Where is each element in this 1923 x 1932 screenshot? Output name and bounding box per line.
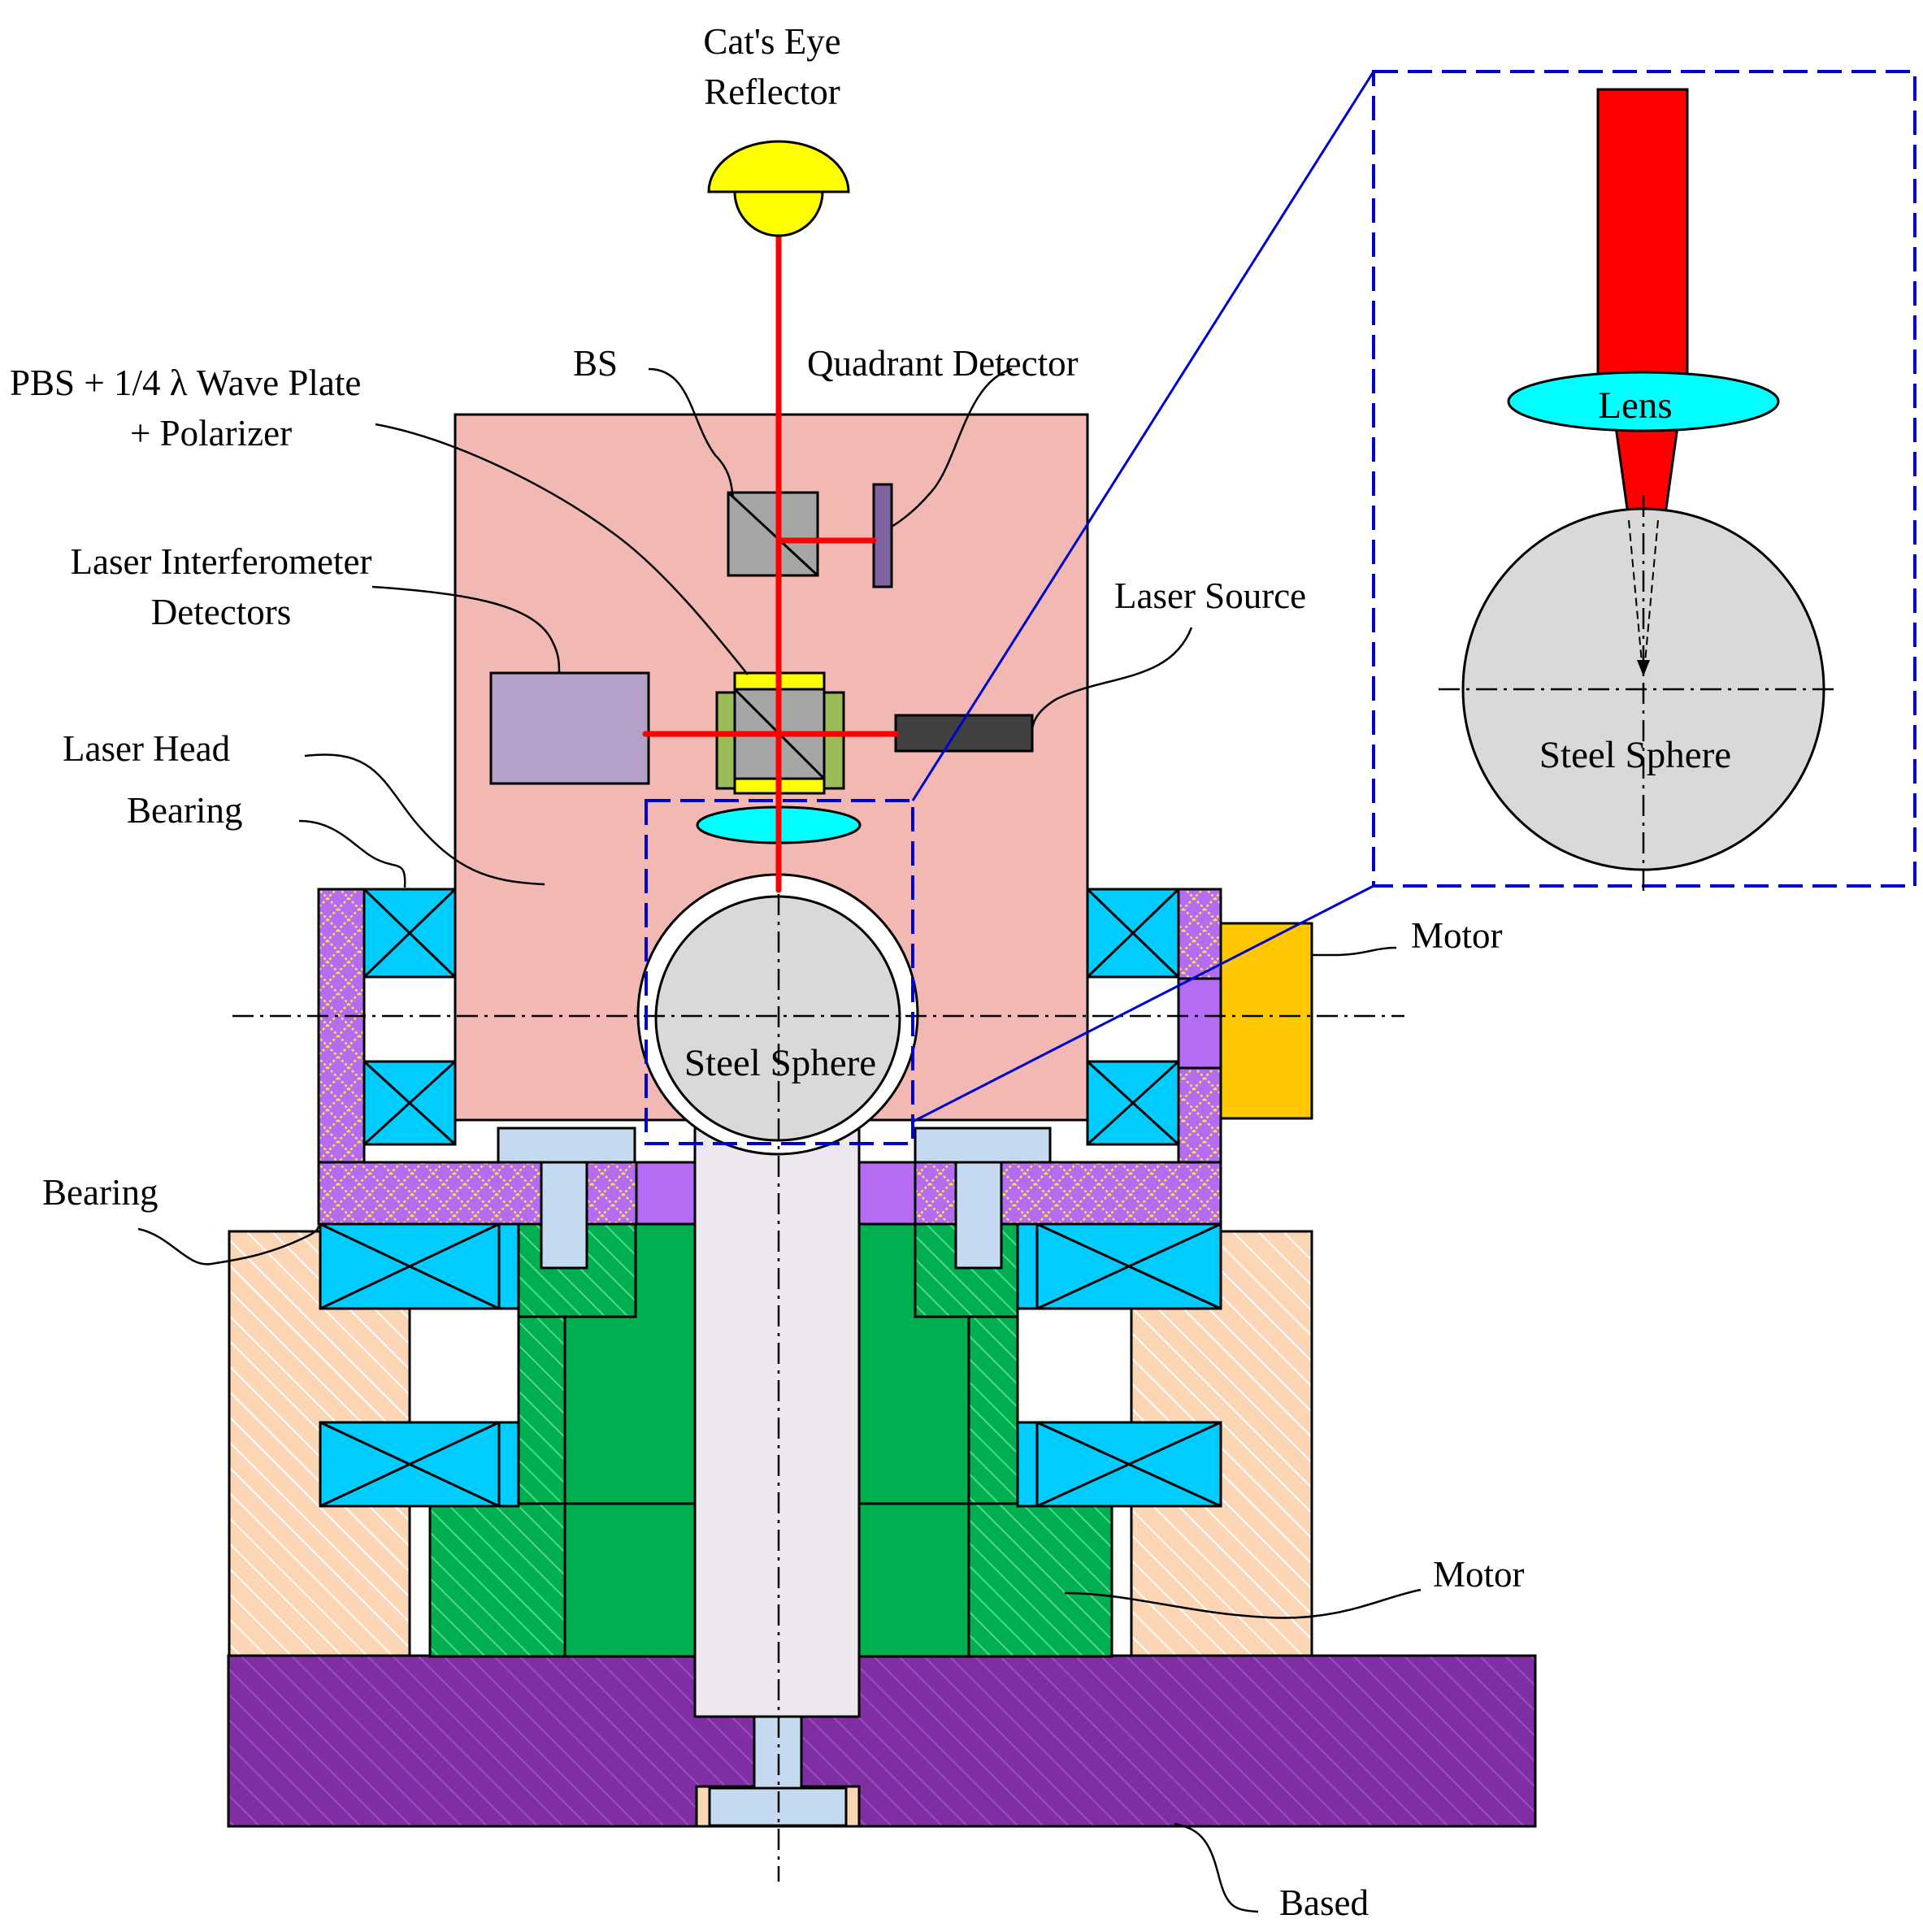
pbs-label-line1: PBS + 1/4 λ Wave Plate bbox=[10, 363, 361, 403]
base-plate bbox=[227, 1654, 1537, 1828]
upper-bearing-left-top bbox=[362, 888, 457, 979]
steel-sphere-zoom-label: Steel Sphere bbox=[1539, 734, 1731, 776]
bs-label: BS bbox=[573, 343, 618, 384]
zoom-inset bbox=[1372, 70, 1916, 896]
upper-bearing-right-bottom bbox=[1086, 1060, 1180, 1146]
bearing-lower-label: Bearing bbox=[42, 1172, 158, 1213]
bolt-left-head bbox=[497, 1127, 636, 1164]
upper-bearing-left-bottom bbox=[362, 1060, 457, 1146]
cats-eye-reflector bbox=[707, 140, 850, 237]
bearing-upper-label: Bearing bbox=[127, 790, 242, 831]
lower-bearing-bottom-right bbox=[1016, 1421, 1222, 1508]
lens-zoom-label: Lens bbox=[1598, 384, 1672, 427]
zoom-selection bbox=[645, 799, 914, 1145]
frame-left-wall bbox=[317, 888, 366, 1164]
frame-bottom-center-right bbox=[857, 1161, 917, 1226]
pbs-label-line2: + Polarizer bbox=[130, 413, 292, 454]
bolt-right-head bbox=[914, 1127, 1052, 1164]
side-motor bbox=[1219, 922, 1313, 1120]
laser-head-label: Laser Head bbox=[63, 728, 230, 769]
frame-right-wall-mid bbox=[1177, 977, 1222, 1070]
cats-eye-label-line2: Reflector bbox=[704, 72, 840, 112]
bolt-right-shank bbox=[954, 1161, 1003, 1270]
interferometer-detectors bbox=[489, 671, 650, 785]
motor-side-label: Motor bbox=[1411, 915, 1503, 956]
bolt-left-shank bbox=[540, 1161, 588, 1270]
frame-right-wall-top bbox=[1177, 888, 1222, 980]
rotor-left-column bbox=[517, 1315, 566, 1505]
lower-bearing-top-left bbox=[319, 1222, 520, 1310]
frame-right-wall-bottom bbox=[1177, 1066, 1222, 1164]
interferometer-label-line2: Detectors bbox=[151, 592, 291, 632]
quadrant-detector bbox=[872, 483, 893, 588]
cats-eye-label-line1: Cat's Eye bbox=[703, 21, 840, 62]
interferometer-label-line1: Laser Interferometer bbox=[70, 541, 371, 582]
laser-source-label: Laser Source bbox=[1114, 575, 1306, 616]
quadrant-detector-label: Quadrant Detector bbox=[807, 343, 1079, 384]
lower-bearing-top-right bbox=[1016, 1222, 1222, 1310]
zoom-connector-top bbox=[911, 71, 1375, 801]
zoom-connector-bottom bbox=[912, 884, 1374, 1123]
based-label: Based bbox=[1279, 1882, 1369, 1923]
rotor-right-column bbox=[967, 1315, 1019, 1505]
motor-bottom-label: Motor bbox=[1433, 1554, 1525, 1595]
leader-lines bbox=[137, 367, 1422, 1913]
rotor-outer-left bbox=[428, 1502, 566, 1658]
central-shaft bbox=[693, 1104, 861, 1718]
steel-sphere-main-label: Steel Sphere bbox=[684, 1042, 876, 1084]
lower-bearing-bottom-left bbox=[319, 1421, 520, 1508]
zoom-lens bbox=[1507, 371, 1780, 432]
beam-splitter bbox=[727, 491, 819, 577]
frame-bottom-left bbox=[317, 1161, 638, 1226]
rotor-outer-right bbox=[967, 1502, 1113, 1658]
upper-bearing-right-top bbox=[1086, 888, 1180, 979]
zoom-beam-top bbox=[1596, 88, 1689, 408]
laser-beam bbox=[642, 231, 899, 893]
frame-bottom-center-left bbox=[635, 1161, 697, 1226]
